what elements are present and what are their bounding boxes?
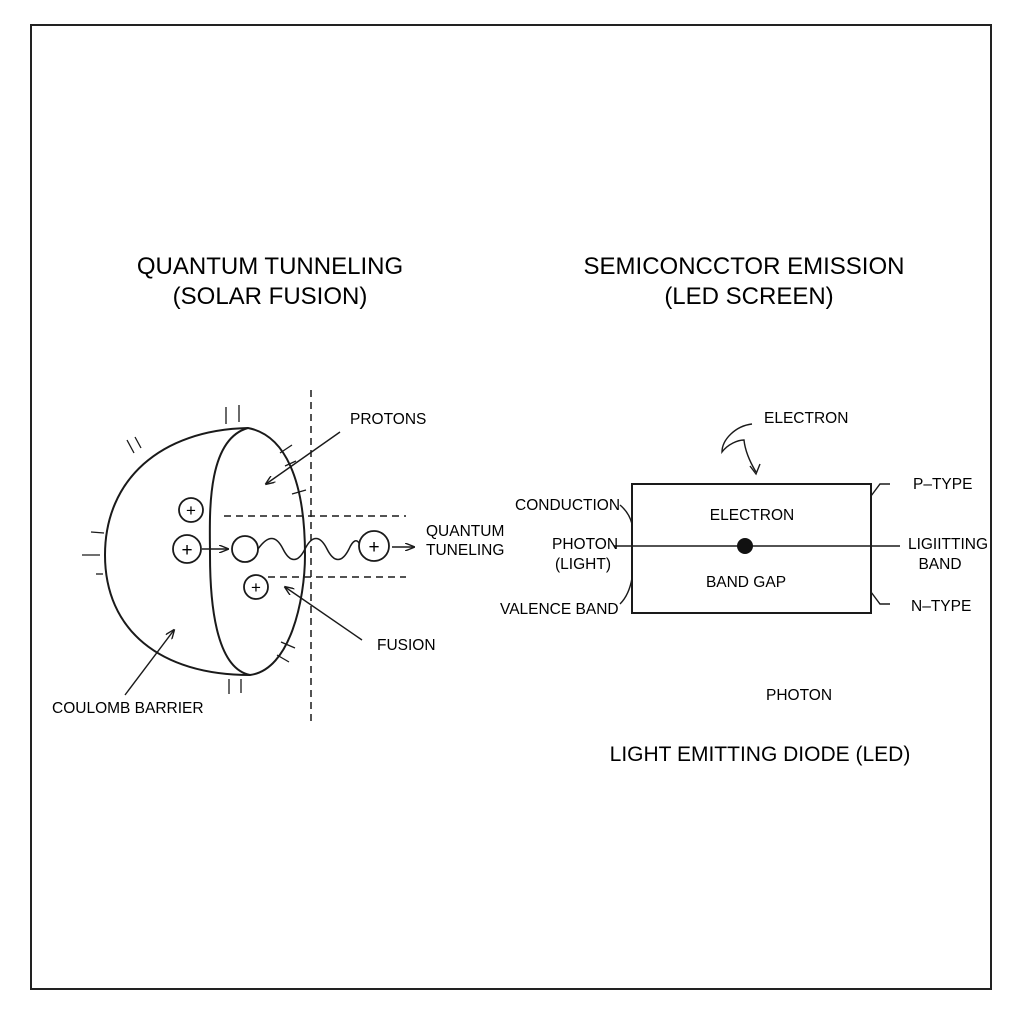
p-type-bracket (870, 483, 890, 497)
quantum-tunneling-panel: QUANTUM TUNNELING (SOLAR FUSION) (52, 253, 504, 725)
sphere-glow-ticks (82, 405, 307, 694)
led-band-box (631, 483, 872, 614)
label-photon-bottom: PHOTON (766, 687, 832, 704)
label-lighting-line1: LIGIITTING (908, 536, 988, 553)
led-caption: LIGHT EMITTING DIODE (LED) (610, 743, 911, 766)
label-valence-band: VALENCE BAND (500, 601, 619, 618)
label-photon-line1: PHOTON (552, 536, 618, 553)
n-type-bracket (870, 591, 890, 605)
semiconductor-emission-panel: SEMICONCCTOR EMISSION (LED SCREEN) ELECT… (500, 253, 988, 766)
proton-plus-symbol: + (368, 537, 379, 558)
coulomb-pointer (124, 630, 174, 696)
label-quantum-line2: TUNELING (426, 542, 504, 559)
protons-pointer (266, 431, 341, 484)
label-quantum-line1: QUANTUM (426, 523, 504, 540)
left-title-line2: (SOLAR FUSION) (173, 283, 368, 310)
conduction-bracket (619, 504, 633, 525)
electron-dot (737, 538, 753, 554)
coulomb-barrier-sphere (103, 427, 251, 676)
proton-1: + (178, 497, 204, 523)
proton-plus-symbol: + (186, 501, 196, 520)
label-p-type: P–TYPE (913, 476, 972, 493)
valence-bracket (619, 577, 633, 605)
label-electron-box: ELECTRON (710, 507, 794, 524)
right-title-line2: (LED SCREEN) (664, 283, 833, 310)
label-coulomb-barrier: COULOMB BARRIER (52, 700, 204, 717)
proton-plus-symbol: + (181, 540, 192, 561)
label-band-gap: BAND GAP (706, 574, 786, 591)
label-lighting-line2: BAND (918, 556, 961, 573)
diagram-frame (30, 24, 992, 990)
electron-curved-arrow (721, 423, 757, 473)
label-fusion: FUSION (377, 637, 436, 654)
proton-plus-symbol: + (251, 578, 261, 597)
proton-4: + (358, 530, 390, 562)
proton-2: + (172, 534, 202, 564)
tunneling-wave (257, 537, 361, 561)
tunneling-particle (231, 535, 259, 563)
label-conduction: CONDUCTION (515, 497, 620, 514)
label-electron-top: ELECTRON (764, 410, 848, 427)
sphere-ellipse-face (208, 426, 307, 677)
left-title-line1: QUANTUM TUNNELING (137, 253, 403, 280)
label-n-type: N–TYPE (911, 598, 971, 615)
right-title-line1: SEMICONCCTOR EMISSION (584, 253, 905, 280)
label-protons: PROTONS (350, 411, 426, 428)
electron-arrow-tip (749, 463, 761, 476)
fusion-pointer (285, 587, 363, 641)
label-photon-line2: (LIGHT) (555, 556, 611, 573)
proton-3: + (243, 574, 269, 600)
